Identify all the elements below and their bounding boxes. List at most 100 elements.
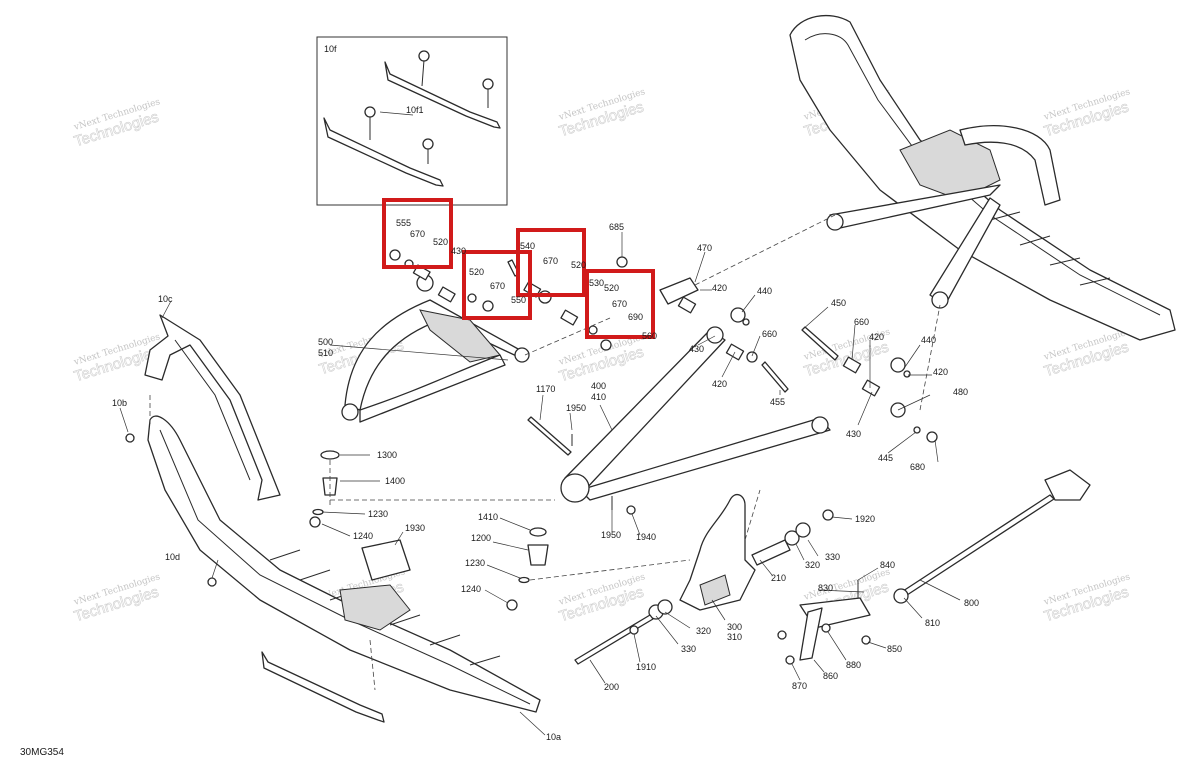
callout-1940: 1940 xyxy=(636,532,656,542)
callout-470: 470 xyxy=(697,243,712,253)
callout-1200: 1200 xyxy=(471,533,491,543)
callout-510: 510 xyxy=(318,348,333,358)
callout-860: 860 xyxy=(823,671,838,681)
callout-10c: 10c xyxy=(158,294,173,304)
highlight-box-1 xyxy=(382,198,453,269)
steering-arm xyxy=(574,493,834,665)
watermark: vNext Technologies Technologies xyxy=(1042,327,1132,381)
watermark: vNext Technologies Technologies xyxy=(557,572,647,626)
callout-660: 660 xyxy=(854,317,869,327)
figure-code: 30MG354 xyxy=(20,747,64,758)
ski-right xyxy=(789,14,1176,341)
callout-10a: 10a xyxy=(546,732,561,742)
watermark: vNext Technologies Technologies xyxy=(557,332,647,386)
callout-1240: 1240 xyxy=(461,584,481,594)
lower-a-arm xyxy=(560,326,831,503)
callout-800: 800 xyxy=(964,598,979,608)
leader-lines xyxy=(119,232,961,736)
callout-880: 880 xyxy=(846,660,861,670)
callout-685: 685 xyxy=(609,222,624,232)
callout-400: 400 xyxy=(591,381,606,391)
callout-1300: 1300 xyxy=(377,450,397,460)
callout-420: 420 xyxy=(869,332,884,342)
inset-runner-detail: 10f 10f1 xyxy=(316,36,508,206)
bolt-10d xyxy=(207,577,217,587)
callout-670: 670 xyxy=(612,299,627,309)
callout-1230: 1230 xyxy=(465,558,485,568)
callout-870: 870 xyxy=(792,681,807,691)
bolt-10b xyxy=(125,433,135,443)
spindle-ski-leg xyxy=(144,314,281,501)
callout-850: 850 xyxy=(887,644,902,654)
callout-1400: 1400 xyxy=(385,476,405,486)
callout-320: 320 xyxy=(805,560,820,570)
watermark: vNext Technologies Technologies xyxy=(72,97,162,151)
callout-430: 430 xyxy=(846,429,861,439)
callout-440: 440 xyxy=(921,335,936,345)
callout-830: 830 xyxy=(818,583,833,593)
callout-1230: 1230 xyxy=(368,509,388,519)
callout-520: 520 xyxy=(433,237,448,247)
ski-left xyxy=(147,415,541,713)
callout-670: 670 xyxy=(490,281,505,291)
callout-1410: 1410 xyxy=(478,512,498,522)
callout-450: 450 xyxy=(831,298,846,308)
callout-310: 310 xyxy=(727,632,742,642)
highlight-box-2 xyxy=(462,250,532,320)
callout-840: 840 xyxy=(880,560,895,570)
watermark: vNext Technologies Technologies xyxy=(1042,572,1132,626)
callout-10f: 10f xyxy=(324,44,337,54)
callout-560: 560 xyxy=(642,331,657,341)
callout-420: 420 xyxy=(712,283,727,293)
callout-300: 300 xyxy=(727,622,742,632)
callout-430: 430 xyxy=(689,344,704,354)
callout-810: 810 xyxy=(925,618,940,628)
callout-520: 520 xyxy=(571,260,586,270)
callout-1950: 1950 xyxy=(566,403,586,413)
callout-320: 320 xyxy=(696,626,711,636)
callout-480: 480 xyxy=(953,387,968,397)
highlight-box-4 xyxy=(585,269,655,339)
callout-1920: 1920 xyxy=(855,514,875,524)
callout-330: 330 xyxy=(681,644,696,654)
callout-420: 420 xyxy=(933,367,948,377)
callout-660: 660 xyxy=(762,329,777,339)
callout-1930: 1930 xyxy=(405,523,425,533)
callout-420: 420 xyxy=(712,379,727,389)
callout-520: 520 xyxy=(469,267,484,277)
callout-455: 455 xyxy=(770,397,785,407)
callout-555: 555 xyxy=(396,218,411,228)
tie-rod xyxy=(893,469,1091,604)
callout-1240: 1240 xyxy=(353,531,373,541)
callout-550: 550 xyxy=(511,295,526,305)
callout-680: 680 xyxy=(910,462,925,472)
watermark: vNext Technologies Technologies xyxy=(1042,87,1132,141)
callout-520: 520 xyxy=(604,283,619,293)
callout-labels: 555 670 520 430 520 670 550 540 670 520 … xyxy=(112,218,979,742)
callout-10d: 10d xyxy=(165,552,180,562)
highlight-box-3 xyxy=(516,228,586,297)
bracket-assembly xyxy=(777,580,871,665)
callout-210: 210 xyxy=(771,573,786,583)
callout-690: 690 xyxy=(628,312,643,322)
callout-1170: 1170 xyxy=(536,384,555,394)
callout-1910: 1910 xyxy=(636,662,656,672)
callout-430: 430 xyxy=(451,246,466,256)
callout-500: 500 xyxy=(318,337,333,347)
callout-530: 530 xyxy=(589,278,604,288)
callout-440: 440 xyxy=(757,286,772,296)
watermark: vNext Technologies Technologies xyxy=(72,572,162,626)
upper-a-arm xyxy=(341,274,530,423)
callout-10b: 10b xyxy=(112,398,127,408)
callout-330: 330 xyxy=(825,552,840,562)
upper-a-arm-right xyxy=(826,125,1061,309)
callout-540: 540 xyxy=(520,241,535,251)
callout-670: 670 xyxy=(543,256,558,266)
callout-1950: 1950 xyxy=(601,530,621,540)
highlight-boxes xyxy=(382,198,655,339)
callout-670: 670 xyxy=(410,229,425,239)
runner-left xyxy=(261,651,385,723)
callout-200: 200 xyxy=(604,682,619,692)
callout-410: 410 xyxy=(591,392,606,402)
